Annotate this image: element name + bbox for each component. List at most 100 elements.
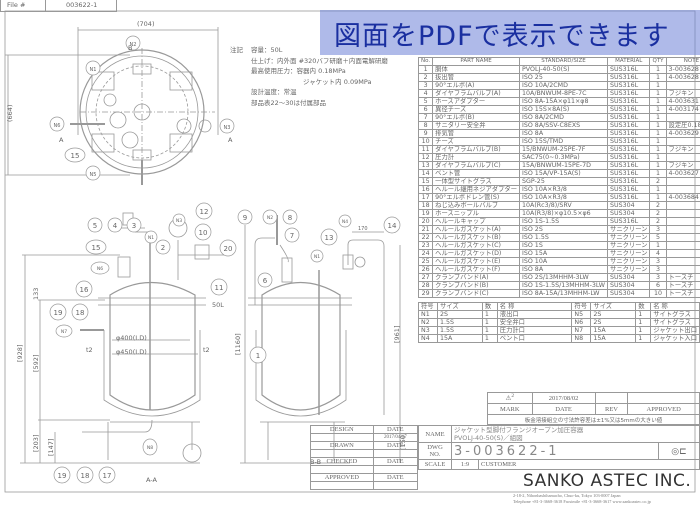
part-standard: ISO 10A×R3/8: [518, 193, 609, 202]
part-material: SUS316L: [607, 193, 651, 202]
part-material: サニクリーン: [607, 257, 651, 266]
part-material: SUS316L: [607, 185, 651, 194]
nozzle-cell: 15A: [590, 334, 637, 343]
part-note: [665, 217, 700, 226]
part-standard: ISO 15S/TMD: [518, 137, 609, 146]
file-label: File #: [1, 0, 46, 11]
callout-3: 3: [132, 222, 136, 230]
callout-19: 19: [54, 309, 63, 317]
part-standard: ISO 2S: [518, 225, 609, 234]
part-standard: ISO 25: [518, 73, 609, 82]
dwg-number: 3-003622-1: [451, 442, 659, 460]
part-no: 13: [417, 161, 434, 170]
part-qty: 3: [649, 265, 667, 274]
nozzle-cell: N4: [418, 334, 438, 343]
dim-depth: (664): [6, 105, 14, 122]
part-no: 6: [417, 105, 434, 114]
part-note: 4-003174: [665, 105, 700, 114]
part-no: 15: [417, 177, 434, 186]
callout-18: 18: [81, 472, 90, 480]
drawing-name-line1: ジャケット型脚付フランジオープン加圧容器: [454, 426, 584, 434]
part-qty: 3: [649, 257, 667, 266]
dim-147: [147]: [47, 439, 55, 456]
part-qty: 2: [649, 209, 667, 218]
part-no: 24: [417, 249, 434, 258]
callout-16: 16: [80, 286, 89, 294]
side-view-bb: [240, 215, 401, 464]
date-label: DATE: [372, 473, 419, 482]
part-no: 27: [417, 273, 434, 282]
part-material: サニクリーン: [607, 265, 651, 274]
part-name: 90°エルボドレン管(S): [432, 193, 520, 202]
part-material: SUS316L: [607, 73, 651, 82]
contact-line: Telephone +81-3-3668-3618 Facsimile +81-…: [513, 499, 651, 504]
part-standard: ISO 8A/2CMD: [518, 113, 609, 122]
part-no: 14: [417, 169, 434, 178]
part-material: サニクリーン: [607, 241, 651, 250]
view-pdf-banner[interactable]: 図面をPDFで表示できます: [320, 10, 700, 55]
part-note: フジキン: [665, 145, 700, 154]
callout-bubbles: [49, 35, 401, 484]
nozzle-cell: 2S: [590, 310, 637, 319]
callout-2: 2: [161, 244, 165, 252]
part-note: [665, 185, 700, 194]
note-line: 容量：50L: [251, 46, 283, 54]
callout-15: 15: [71, 152, 80, 160]
part-standard: 10A/BNWUM-8PE-7C: [518, 89, 609, 98]
part-no: 8: [417, 121, 434, 130]
part-standard: ISO 10A×R3/8: [518, 185, 609, 194]
note-line: ジャケット内 0.09MPa: [303, 77, 372, 86]
part-standard: ISO 8A/SSV-C8EXS: [518, 121, 609, 130]
parts-list-table: No. PART NAME STANDARD/SIZE MATERIAL QTY…: [417, 57, 700, 298]
file-number-box: File # 003622-1: [0, 0, 117, 12]
part-qty: 1: [649, 153, 667, 162]
nozzle-cell: 1: [635, 326, 652, 335]
part-qty: 2: [649, 217, 667, 226]
callout-14: 14: [388, 222, 397, 230]
company-name: SANKO ASTEC INC.: [523, 471, 692, 491]
part-note: トースチ: [665, 289, 700, 298]
address-line: 2-18-2, Nihonbashihamacho, Chuo-ku, Toky…: [513, 493, 621, 498]
part-qty: 1: [649, 65, 667, 74]
part-name: ダイヤフラムバルブ(C): [432, 161, 520, 170]
part-note: [665, 201, 700, 210]
part-no: 23: [417, 241, 434, 250]
part-name: クランプバンド(A): [432, 273, 520, 282]
section-b-top: B: [128, 44, 132, 52]
part-no: 22: [417, 233, 434, 242]
revision-date: 2017/08/02: [531, 392, 596, 404]
view-pdf-banner-text[interactable]: 図面をPDFで表示できます: [334, 21, 670, 52]
dim-133: 133: [32, 288, 40, 300]
customer-label: CUSTOMER: [478, 459, 700, 470]
part-no: 11: [417, 145, 434, 154]
part-name: クランプバンド(B): [432, 281, 520, 290]
part-qty: 10: [649, 289, 667, 298]
col-qty: QTY: [649, 57, 667, 66]
part-material: SUS316L: [607, 89, 651, 98]
rev-header-rev: REV: [594, 403, 629, 415]
nozzle-cell: N1: [418, 310, 438, 319]
approved-label: APPROVED: [310, 473, 374, 482]
part-standard: SGP-25: [518, 177, 609, 186]
date-label: DATE: [372, 457, 419, 466]
nozzle-cell: 15A: [436, 334, 483, 343]
nozzle-cell: 1: [635, 334, 652, 343]
part-standard: ISO 8A: [518, 129, 609, 138]
rev-header-approved: APPROVED: [627, 403, 700, 415]
part-no: 5: [417, 97, 434, 106]
nozzle-cell: 1: [635, 310, 652, 319]
nozzle-cell: 数: [481, 302, 498, 311]
part-standard: ISO 1.5S: [518, 233, 609, 242]
part-note: フジキン: [665, 161, 700, 170]
col-part-name: PART NAME: [432, 57, 520, 66]
